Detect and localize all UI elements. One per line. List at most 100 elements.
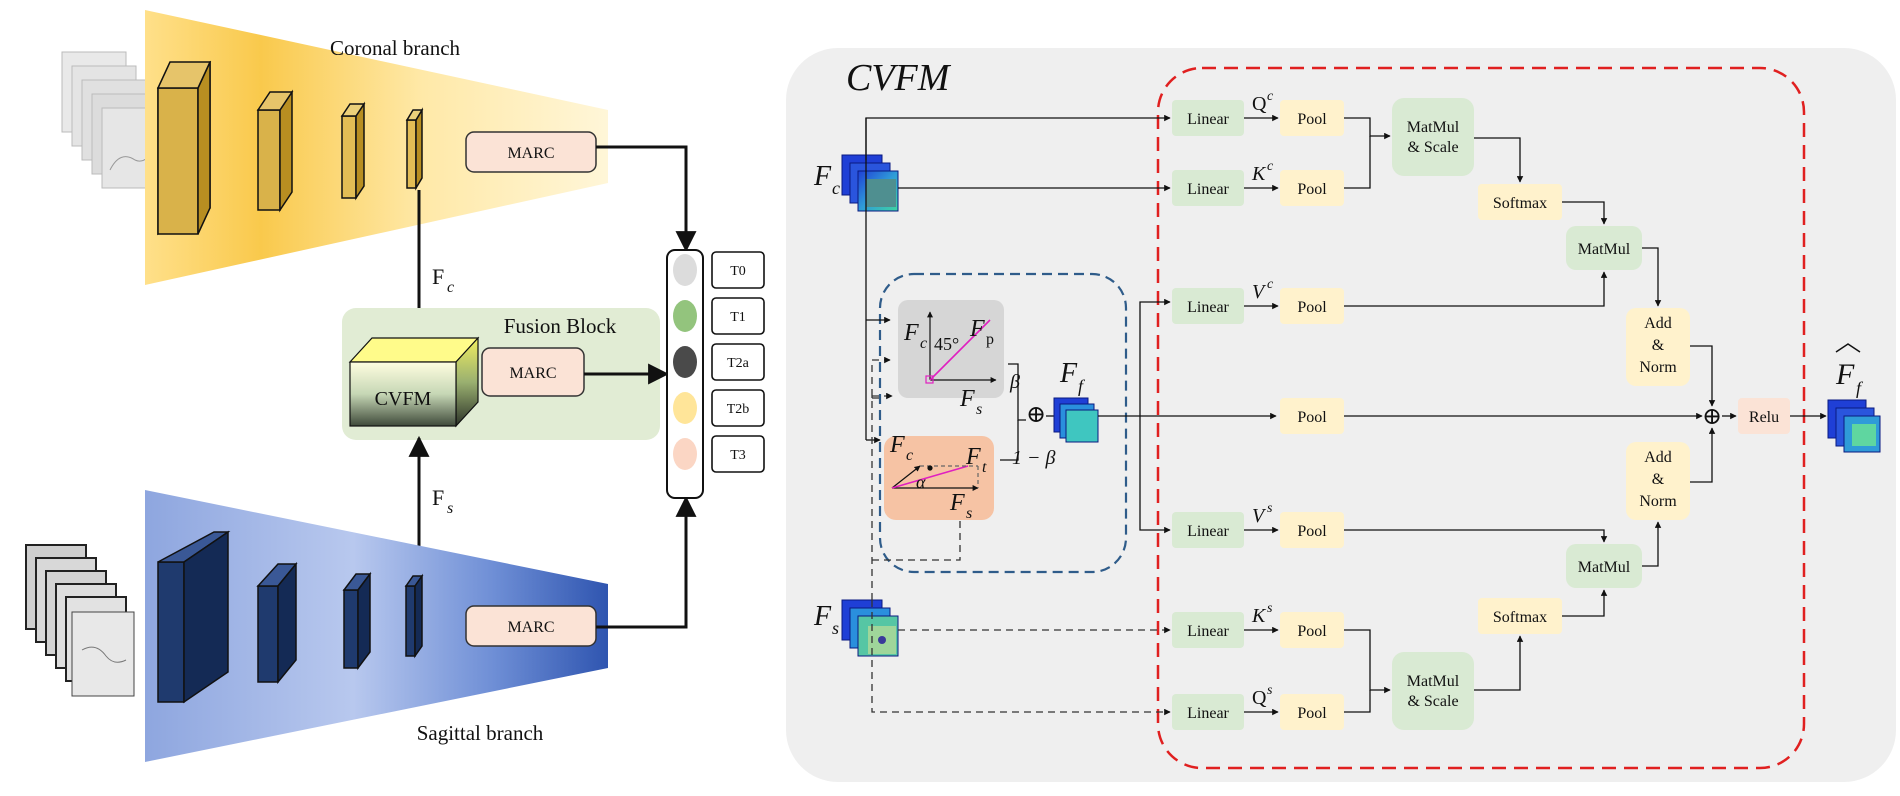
pool-kc-label: Pool bbox=[1297, 181, 1327, 198]
class-box-t0 bbox=[711, 251, 765, 289]
proj-angle-45: 45° bbox=[934, 334, 959, 354]
class-label-t0: T0 bbox=[730, 264, 746, 279]
qs-main: Q bbox=[1252, 687, 1267, 709]
fs-label-sub: s bbox=[447, 500, 453, 517]
pool-ff-label: Pool bbox=[1297, 409, 1327, 426]
fs-input-main: F bbox=[813, 601, 832, 632]
fs-feature-map bbox=[841, 599, 899, 657]
output-connections bbox=[1344, 345, 1827, 483]
pool-to-matmul-arrows bbox=[1344, 117, 1391, 713]
linear-qc-label: Linear bbox=[1187, 111, 1229, 128]
projection-geometry bbox=[925, 311, 997, 384]
output-oplus: ⊕ bbox=[1702, 404, 1722, 430]
class-label-t2a: T2a bbox=[727, 356, 750, 371]
beta-bracket bbox=[1000, 363, 1026, 461]
vc-main: V bbox=[1252, 281, 1267, 303]
fc-feature-map bbox=[841, 154, 899, 212]
fusion-block-label: Fusion Block bbox=[504, 314, 617, 338]
linear-kc-label: Linear bbox=[1187, 181, 1229, 198]
class-label-t1: T1 bbox=[730, 310, 746, 325]
sagittal-marc-arrow bbox=[596, 495, 697, 629]
linear-qs bbox=[1172, 694, 1244, 730]
class-label-t2b: T2b bbox=[727, 402, 750, 417]
linear-vc bbox=[1172, 288, 1244, 324]
coronal-feature-blocks bbox=[156, 60, 424, 236]
proj-fs-main: F bbox=[959, 386, 975, 412]
addnorm-bottom bbox=[1626, 442, 1690, 520]
addnorm-top-l3: Norm bbox=[1639, 359, 1677, 376]
sagittal-marc-label: MARC bbox=[507, 619, 554, 636]
angle-fusion-frame bbox=[878, 272, 1128, 574]
fc-label-sub: c bbox=[447, 279, 454, 296]
rot-fs-sub: s bbox=[966, 505, 972, 522]
fs-label-main: F bbox=[432, 485, 444, 510]
matmul-scale-bottom bbox=[1392, 652, 1474, 730]
matmul-bottom bbox=[1566, 544, 1642, 588]
pool-vs-label: Pool bbox=[1297, 523, 1327, 540]
softmax-top-label: Softmax bbox=[1493, 195, 1547, 212]
matmul-scale-bottom-l2: & Scale bbox=[1407, 693, 1458, 710]
sagittal-image-stack bbox=[25, 544, 135, 697]
proj-fc-sub: c bbox=[920, 335, 927, 352]
matmul-top bbox=[1566, 226, 1642, 270]
qc-sup: c bbox=[1267, 89, 1274, 104]
class-box-t2b bbox=[711, 389, 765, 427]
class-box-t1 bbox=[711, 297, 765, 335]
proj-fp-sub: p bbox=[986, 331, 994, 348]
linear-qs-label: Linear bbox=[1187, 705, 1229, 722]
output-ff-sub: f bbox=[1856, 378, 1864, 398]
rotation-box bbox=[884, 436, 994, 520]
matmul-scale-top bbox=[1392, 98, 1474, 176]
linear-qc bbox=[1172, 100, 1244, 136]
vc-sup: c bbox=[1267, 277, 1274, 292]
class-dot-t3 bbox=[673, 438, 697, 470]
vs-main: V bbox=[1252, 505, 1267, 527]
addnorm-bottom-l3: Norm bbox=[1639, 493, 1677, 510]
cvfm-cube bbox=[348, 336, 480, 428]
fusion-marc-label: MARC bbox=[509, 365, 556, 382]
proj-fp-main: F bbox=[969, 316, 985, 342]
fc-input-sub: c bbox=[832, 178, 840, 198]
rot-fc-sub: c bbox=[906, 447, 913, 464]
class-dot-t1 bbox=[673, 300, 697, 332]
fc-input-main: F bbox=[813, 161, 832, 192]
kc-sup: c bbox=[1267, 159, 1274, 174]
fc-connections bbox=[865, 114, 1171, 444]
class-dot-t2b bbox=[673, 392, 697, 424]
cvfm-title: CVFM bbox=[846, 57, 952, 99]
linear-vs-label: Linear bbox=[1187, 523, 1229, 540]
fs-input-sub: s bbox=[832, 618, 839, 638]
beta-label: β bbox=[1009, 371, 1020, 393]
addnorm-bottom-l1: Add bbox=[1644, 449, 1672, 466]
matmul-bottom-label: MatMul bbox=[1578, 559, 1631, 576]
class-dot-t0 bbox=[673, 254, 697, 286]
coronal-marc-arrow bbox=[596, 145, 697, 253]
linear-ks bbox=[1172, 612, 1244, 648]
addnorm-top-l1: Add bbox=[1644, 315, 1672, 332]
proj-fs-sub: s bbox=[976, 401, 982, 418]
rotation-geometry bbox=[891, 465, 979, 491]
pool-qs-label: Pool bbox=[1297, 705, 1327, 722]
softmax-bottom bbox=[1478, 598, 1562, 634]
rot-ft-sub: t bbox=[982, 459, 987, 476]
linear-ks-label: Linear bbox=[1187, 623, 1229, 640]
linear-vc-label: Linear bbox=[1187, 299, 1229, 316]
linear-kc bbox=[1172, 170, 1244, 206]
sagittal-feature-blocks bbox=[157, 530, 424, 704]
fusion-marc-box bbox=[481, 347, 585, 397]
fusion-oplus-1: ⊕ bbox=[1026, 402, 1046, 428]
addnorm-top bbox=[1626, 308, 1690, 386]
class-box-t2a bbox=[711, 343, 765, 381]
rot-ft-main: F bbox=[965, 444, 981, 470]
pool-vc-label: Pool bbox=[1297, 299, 1327, 316]
matmul-top-label: MatMul bbox=[1578, 241, 1631, 258]
one-minus-beta-label: 1 − β bbox=[1012, 447, 1055, 469]
coronal-marc-box bbox=[465, 131, 597, 173]
matmul-scale-top-l2: & Scale bbox=[1407, 139, 1458, 156]
softmax-top bbox=[1478, 184, 1562, 220]
attention-frame bbox=[1156, 66, 1806, 770]
ff-sub: f bbox=[1078, 376, 1086, 396]
matmul-scale-top-l1: MatMul bbox=[1407, 119, 1460, 136]
